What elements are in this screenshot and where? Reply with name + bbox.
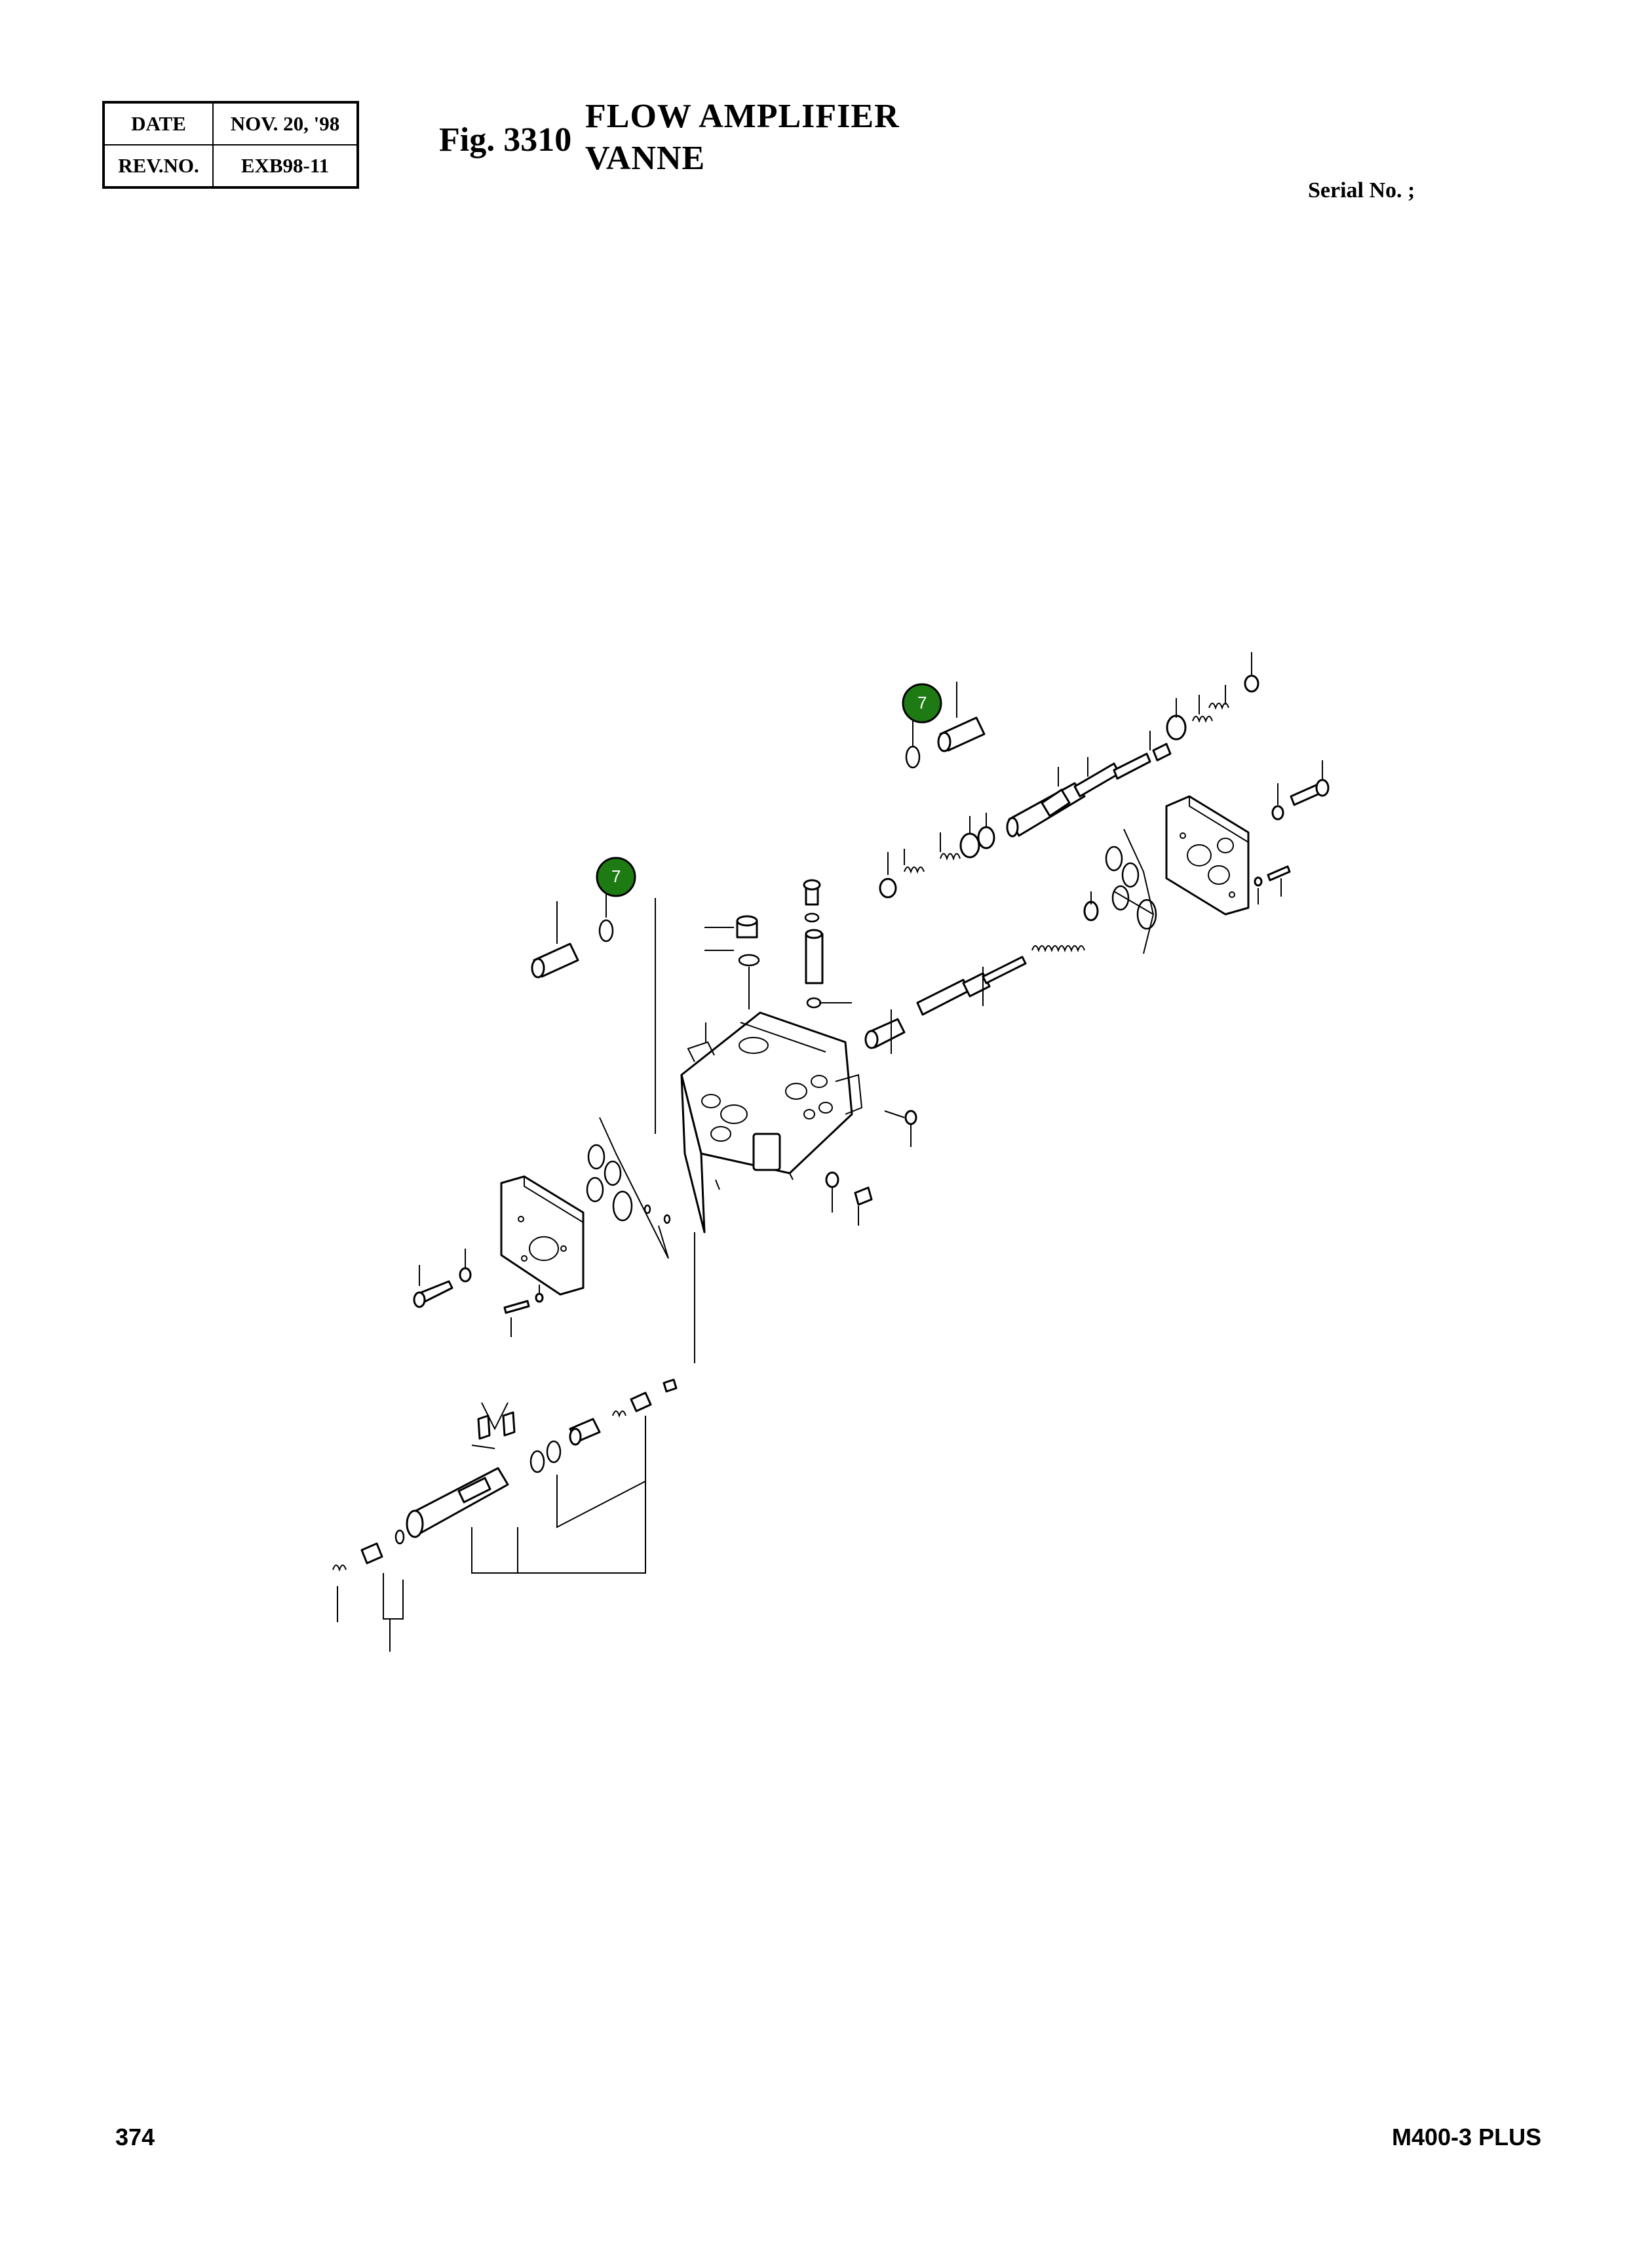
figure-title-line1: FLOW AMPLIFIER xyxy=(585,98,900,135)
lower-spool-assembly xyxy=(332,1232,695,1652)
left-bolts xyxy=(413,1249,544,1337)
middle-shaft xyxy=(864,891,1099,1054)
callout-badge: 7 xyxy=(596,857,636,897)
small-plugs xyxy=(704,879,852,1042)
serial-number-label: Serial No. ; xyxy=(1308,178,1415,203)
figure-number: Fig. 3310 xyxy=(439,121,572,159)
upper-sleeve xyxy=(905,682,986,769)
upper-spool-assembly xyxy=(879,652,1259,899)
right-bolts xyxy=(1254,760,1330,904)
left-sleeve xyxy=(531,891,656,1134)
valve-housing xyxy=(680,1011,863,1234)
right-o-rings xyxy=(1105,828,1157,954)
callout-badge-label: 7 xyxy=(917,693,927,712)
rev-no-label: REV.NO. xyxy=(103,144,214,188)
revision-info-table: DATE NOV. 20, '98 REV.NO. EXB98-11 xyxy=(102,101,359,189)
left-cover-plate xyxy=(500,1175,585,1296)
rev-no-value: EXB98-11 xyxy=(212,144,358,188)
left-o-rings xyxy=(586,1117,671,1259)
page-number: 374 xyxy=(115,2124,155,2150)
right-cover-plate xyxy=(1165,795,1250,916)
right-fittings xyxy=(715,1110,917,1226)
figure-title-line2: VANNE xyxy=(585,140,706,177)
callout-badge-label: 7 xyxy=(611,866,621,886)
date-value: NOV. 20, '98 xyxy=(212,102,358,146)
date-label: DATE xyxy=(103,102,214,146)
model-name: M400-3 PLUS xyxy=(1392,2124,1542,2150)
callout-badge: 7 xyxy=(902,683,942,724)
